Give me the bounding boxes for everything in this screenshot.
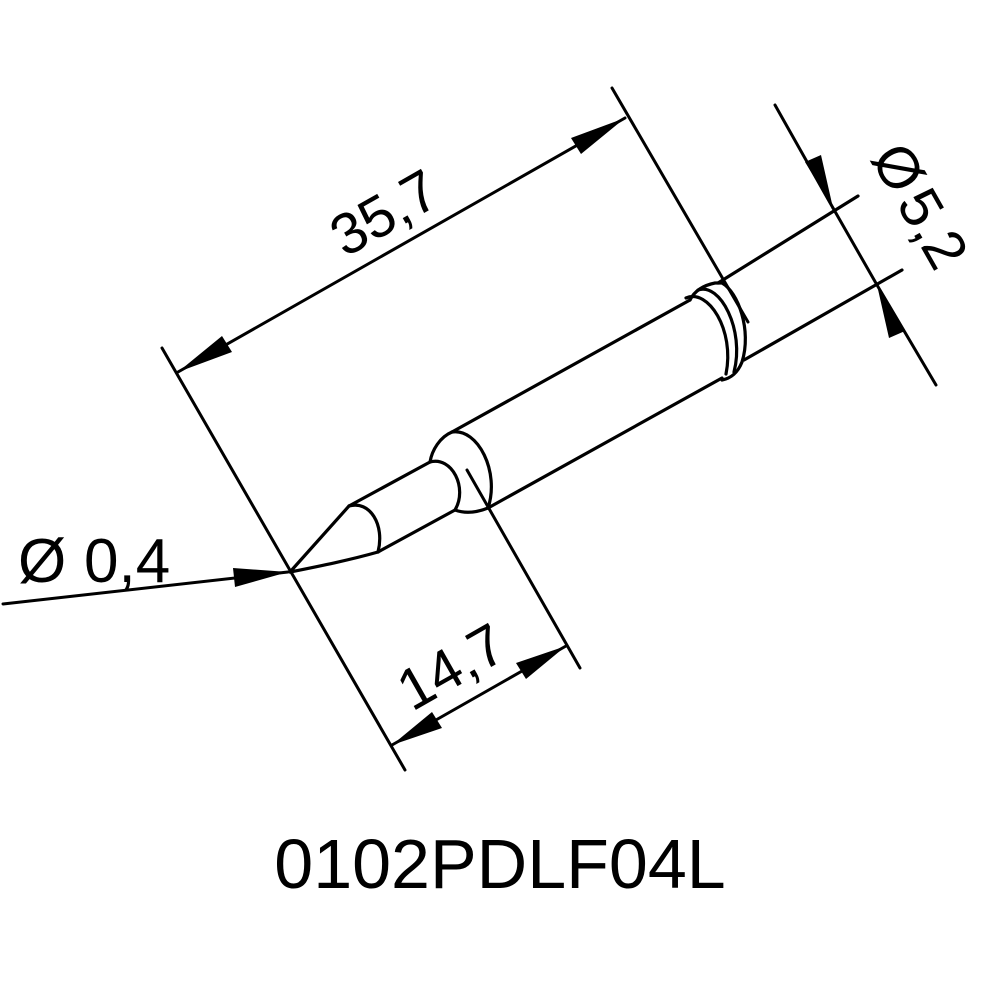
arrowhead-left — [392, 712, 442, 745]
part-number: 0102PDLF04L — [274, 825, 726, 903]
dimension-label-tip-diameter: 0,4 — [84, 527, 170, 596]
tip-cone — [288, 504, 380, 574]
tip-shoulder — [428, 430, 490, 514]
collar-ring-inner-1 — [684, 294, 730, 376]
tip-cone-edge — [347, 503, 382, 554]
dimension-label-overall-length: 35,7 — [319, 157, 449, 269]
soldering-tip-body — [288, 194, 904, 574]
arrowhead-right — [516, 646, 566, 679]
arrowhead-lower — [877, 285, 905, 338]
extension-line-shoulder — [465, 468, 582, 670]
dimension-line-5-2-between — [831, 206, 879, 287]
collar-ring-inner-2 — [696, 287, 739, 374]
shank-bottom-edge — [742, 268, 904, 362]
tip-small-cylinder-edge — [428, 459, 462, 512]
extension-line-collar — [610, 86, 750, 324]
tip-shoulder-edge — [450, 430, 493, 510]
tip-barrel — [450, 298, 724, 510]
dimension-tip-diameter: Ø 0,4 — [1, 527, 290, 606]
arrowhead-right — [571, 118, 625, 154]
dimension-shank-diameter: Ø 5,2 — [773, 103, 981, 387]
extension-line-tip — [160, 346, 407, 772]
arrowhead-left — [178, 336, 232, 372]
dimension-label-tip-section-length: 14,7 — [386, 611, 516, 723]
arrowhead-tip — [233, 568, 288, 587]
diameter-label-shank: Ø 5,2 — [859, 132, 981, 279]
dimension-line-35-7 — [176, 116, 627, 374]
arrowhead-upper — [805, 155, 833, 208]
shank-top-edge — [716, 194, 860, 285]
tip-small-cylinder — [347, 460, 457, 554]
diameter-symbol-icon: Ø — [18, 527, 66, 596]
